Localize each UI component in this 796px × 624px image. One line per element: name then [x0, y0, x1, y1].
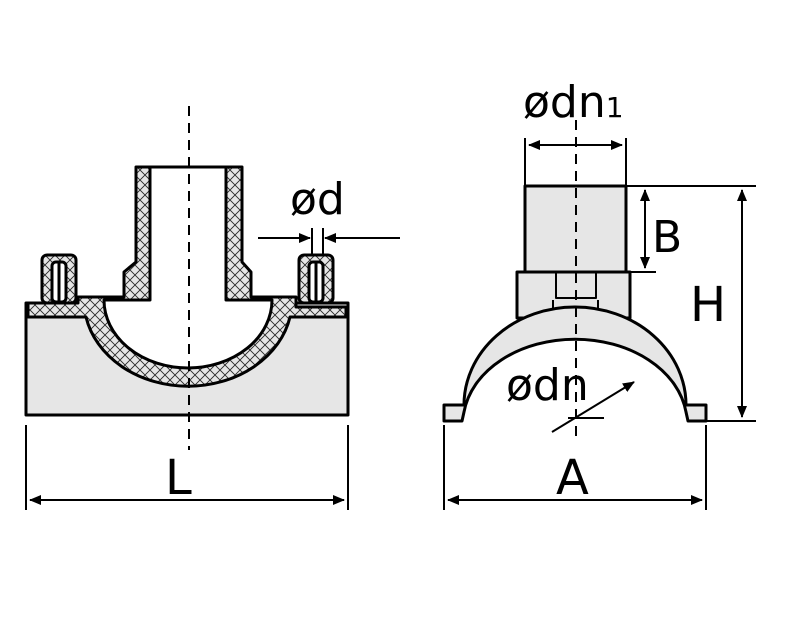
- label-B: B: [652, 212, 682, 263]
- label-phi-dn: ødn: [506, 360, 589, 411]
- label-phi-dn1: ødn1: [523, 77, 624, 128]
- label-phi-dn1-sub: 1: [606, 91, 624, 124]
- label-A: A: [556, 450, 589, 506]
- side-view: [442, 120, 756, 510]
- left-clip: [40, 253, 78, 305]
- right-clip: [297, 253, 335, 305]
- saddle-arc: [442, 305, 708, 423]
- label-L: L: [165, 450, 192, 506]
- section-view: [24, 106, 400, 510]
- label-H: H: [690, 277, 726, 333]
- label-phi-d: ød: [290, 174, 345, 225]
- outlet-hub: [515, 270, 632, 320]
